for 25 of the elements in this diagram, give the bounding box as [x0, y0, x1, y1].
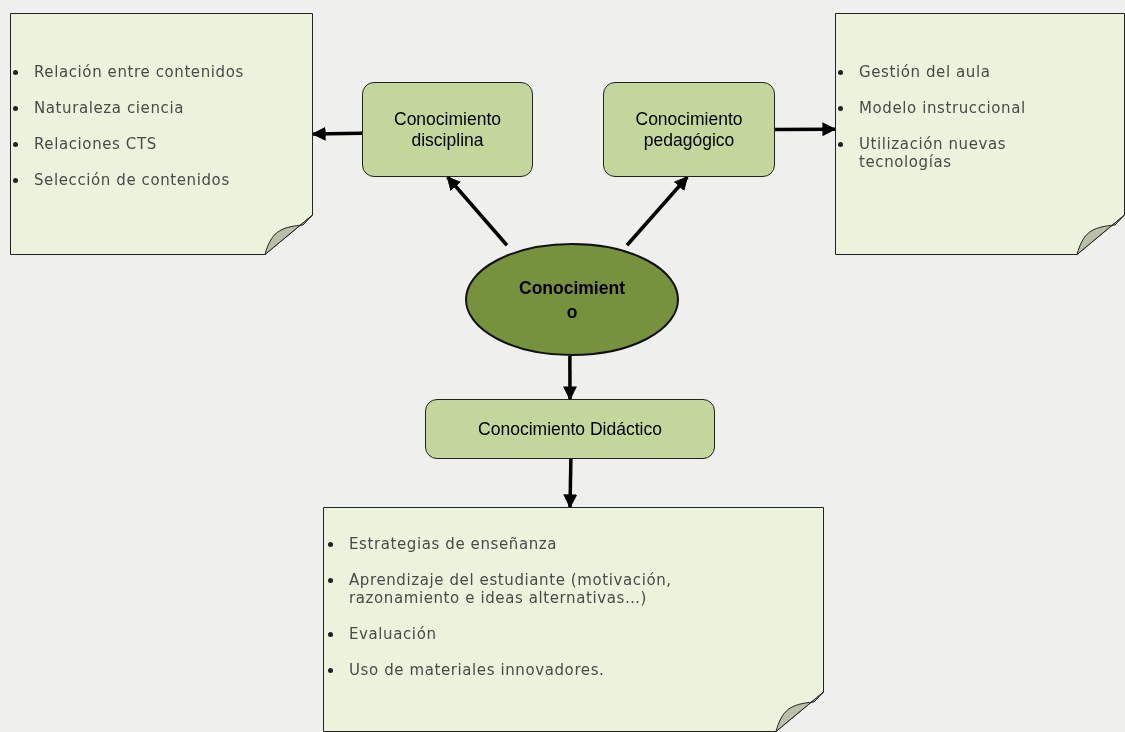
arrow: [311, 126, 363, 141]
ellipse-node: [465, 243, 679, 356]
arrow: [625, 175, 689, 247]
bullet-item: Naturaleza ciencia: [10, 99, 313, 117]
bullet-item: Selección de contenidos: [10, 171, 313, 189]
bullet-item: Relaciones CTS: [10, 135, 313, 153]
bullet-item: Modelo instruccional: [835, 99, 1125, 117]
concept-box: Conocimiento disciplina: [362, 82, 533, 177]
note-card: [10, 13, 313, 255]
arrow: [775, 122, 837, 137]
bullet-item: Utilización nuevas tecnologías: [835, 135, 1125, 171]
arrow: [446, 175, 509, 247]
concept-box: Conocimiento Didáctico: [425, 399, 715, 459]
bullet-item: Estrategias de enseñanza: [325, 535, 824, 553]
bullet-item: Evaluación: [325, 625, 824, 643]
bullet-item: Aprendizaje del estudiante (motivación, razonamiento e ideas alternativas…): [325, 571, 824, 607]
bullet-item: Gestión del aula: [835, 63, 1125, 81]
arrow: [563, 458, 578, 509]
note-card: [323, 507, 824, 732]
node-label: Conocimient o: [518, 276, 626, 324]
note-card: [835, 13, 1125, 255]
bullet-item: Uso de materiales innovadores.: [325, 661, 824, 679]
arrow: [562, 356, 577, 401]
bullet-item: Relación entre contenidos: [10, 63, 313, 81]
concept-box: Conocimiento pedagógico: [603, 82, 775, 177]
